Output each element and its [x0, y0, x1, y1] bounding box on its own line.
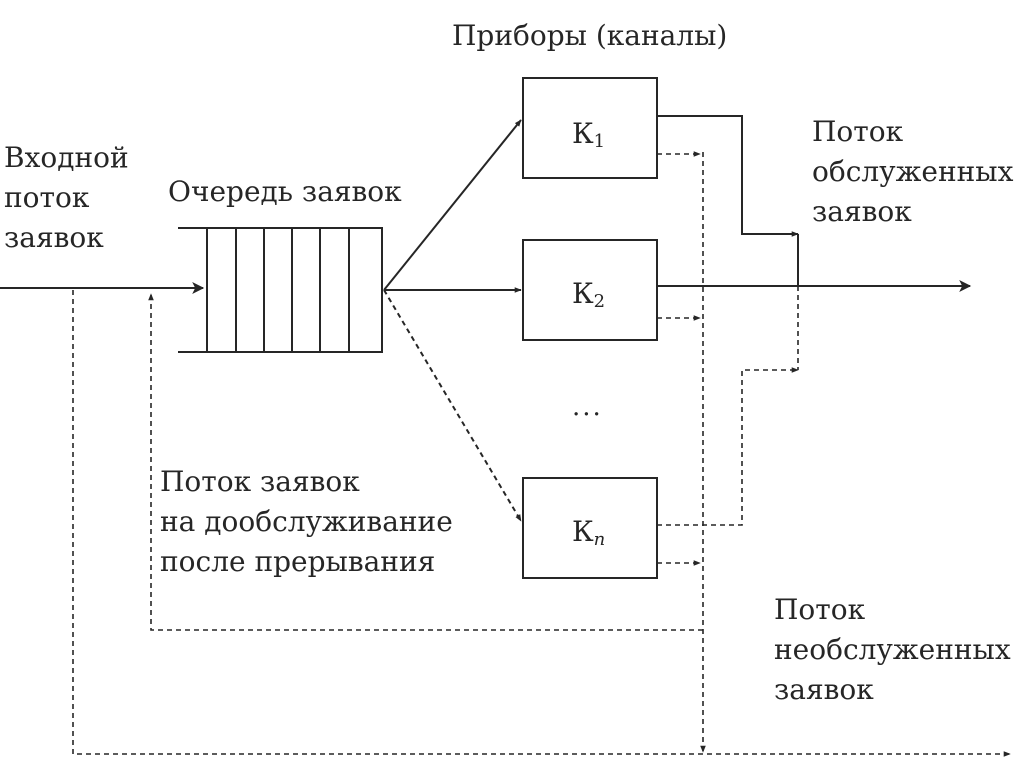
channel-2-box: [522, 239, 658, 341]
served-flow-line-3: заявок: [812, 195, 912, 228]
input-flow-line-2: поток: [4, 181, 90, 214]
served-flow-line-2: обслуженных: [812, 155, 1014, 188]
channel-2-index: 2: [593, 291, 606, 312]
served-flow-line-1: Поток: [812, 115, 904, 148]
devices-title: Приборы (каналы): [452, 19, 728, 52]
unserved-flow-line-3: заявок: [774, 673, 874, 706]
channel-2-letter: К: [572, 277, 594, 310]
reservice-loop-line: [148, 293, 703, 631]
channel-1-letter: К: [572, 117, 594, 150]
channel-n-label: Кn: [572, 516, 605, 552]
reservice-flow-line-1: Поток заявок: [160, 465, 360, 498]
channel-1-label: К1: [572, 118, 605, 154]
queue-label: Очередь заявок: [168, 175, 402, 208]
channel-n-box: [522, 477, 658, 579]
channel-2-label: К2: [572, 278, 605, 314]
reservice-flow-line-2: на дообслуживание: [160, 505, 453, 538]
input-flow-line-3: заявок: [4, 221, 104, 254]
queue-to-channel-1-arrow: [383, 119, 522, 291]
input-flow-label: Входной поток заявок: [4, 138, 129, 258]
queue-buffer: [178, 227, 383, 353]
unserved-flow-line-2: необслуженных: [774, 633, 1011, 666]
unserved-flow-line-1: Поток: [774, 593, 866, 626]
served-flow-label: Поток обслуженных заявок: [812, 112, 1013, 232]
input-flow-line-1: Входной: [4, 141, 129, 174]
unserved-flow-label: Поток необслуженных заявок: [774, 590, 1011, 710]
channel-n-served-line: [657, 367, 799, 526]
channel-1-served-line: [657, 115, 799, 237]
unserved-flow-line: [72, 290, 1011, 757]
channel-1-index: 1: [593, 131, 606, 152]
channel-n-index: n: [593, 529, 606, 550]
channel-1-box: [522, 77, 658, 179]
channels-ellipsis: ...: [572, 392, 603, 422]
reservice-flow-label: Поток заявок на дообслуживание после пре…: [160, 462, 453, 582]
channel-n-letter: К: [572, 515, 594, 548]
reservice-flow-line-3: после прерывания: [160, 545, 436, 578]
